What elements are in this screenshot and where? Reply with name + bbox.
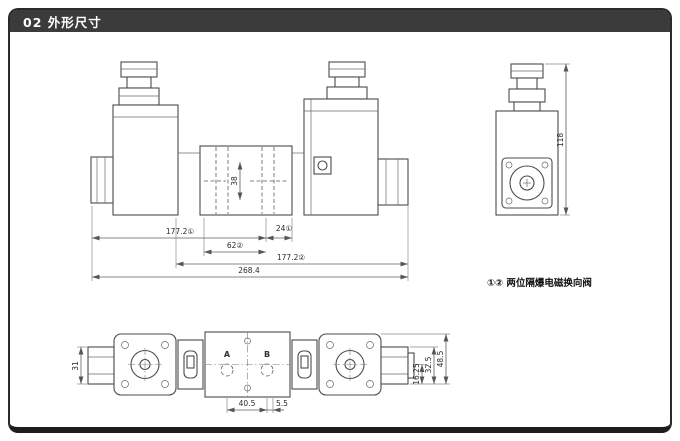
section-header: 02 外形尺寸 [10, 10, 670, 32]
page-frame: 02 外形尺寸 [8, 8, 672, 433]
section-title: 02 外形尺寸 [23, 14, 102, 30]
